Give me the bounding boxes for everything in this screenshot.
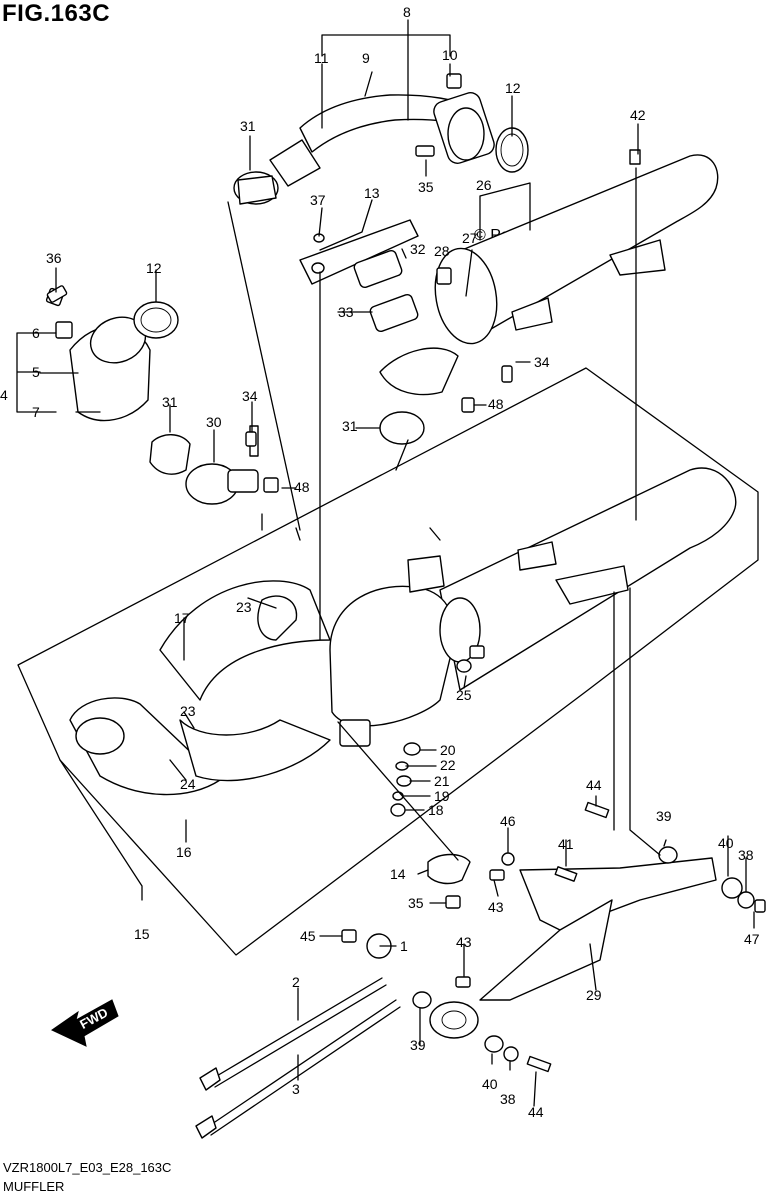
callout-label: 21 <box>434 773 450 789</box>
callout-label: 18 <box>428 802 444 818</box>
callout-label: 11 <box>314 50 329 66</box>
forward-direction-arrow: FWD <box>51 999 119 1047</box>
callout-label: 48 <box>488 396 504 412</box>
callout-label: 13 <box>364 185 380 201</box>
figure-title: FIG.163C <box>2 0 111 27</box>
callout-label: 6 <box>32 325 40 341</box>
callout-label: 23 <box>236 599 252 615</box>
callout-label: 9 <box>362 50 370 66</box>
callout-label: 43 <box>488 899 504 915</box>
callout-label: 29 <box>586 987 602 1003</box>
callout-label: 45 <box>300 928 316 944</box>
callout-label: 47 <box>744 931 760 947</box>
callout-label: 23 <box>180 703 196 719</box>
callout-label: 34 <box>534 354 550 370</box>
callout-label: 3 <box>292 1081 300 1097</box>
callout-label: 22 <box>440 757 456 773</box>
callout-label: 25 <box>456 687 472 703</box>
section-name: MUFFLER <box>3 1179 65 1194</box>
main-muffler <box>69 467 737 796</box>
callout-label: 33 <box>338 304 354 320</box>
leader-lines <box>16 19 755 1107</box>
callout-label: 27 <box>462 230 478 246</box>
callout-label: 39 <box>410 1037 426 1053</box>
callout-label: 31 <box>240 118 256 134</box>
callout-label: 4 <box>0 387 8 403</box>
muffler-bracket <box>341 801 766 1073</box>
callout-label: 8 <box>403 4 411 20</box>
callout-label: 12 <box>505 80 521 96</box>
callout-label: 28 <box>434 243 450 259</box>
callout-label: 37 <box>310 192 326 208</box>
callout-label: 40 <box>718 835 734 851</box>
callout-label: 31 <box>342 418 358 434</box>
callout-label: 15 <box>134 926 150 942</box>
callout-label: 30 <box>206 414 222 430</box>
callout-label: 44 <box>528 1104 544 1120</box>
callout-label: 35 <box>418 179 434 195</box>
callout-label: 41 <box>558 836 574 852</box>
assembly-frame <box>17 367 759 956</box>
callout-label: 1 <box>400 938 408 954</box>
callout-label: 38 <box>738 847 754 863</box>
callout-label: 32 <box>410 241 426 257</box>
callout-label: 2 <box>292 974 300 990</box>
callout-label: 10 <box>442 47 458 63</box>
callout-label: 26 <box>476 177 492 193</box>
hardware-stack <box>46 149 641 817</box>
exhaust-valve-cables <box>195 977 401 1139</box>
callout-label: 38 <box>500 1091 516 1107</box>
callout-label: 17 <box>174 610 190 626</box>
callout-label: 40 <box>482 1076 498 1092</box>
callout-label: 36 <box>46 250 62 266</box>
rear-cylinder-pipe <box>45 287 279 505</box>
callout-label: 14 <box>390 866 406 882</box>
callout-label: 7 <box>32 404 40 420</box>
callout-labels: 8 9 10 11 12 31 42 35 26 13 37 28 27 32 … <box>0 4 760 1120</box>
upper-muffler <box>299 154 719 445</box>
callout-label: 43 <box>456 934 472 950</box>
callout-label: 34 <box>242 388 258 404</box>
callout-label: 19 <box>434 788 450 804</box>
callout-label: 12 <box>146 260 162 276</box>
callout-label: 20 <box>440 742 456 758</box>
model-code: VZR1800L7_E03_E28_163C <box>3 1160 172 1175</box>
callout-label: 24 <box>180 776 196 792</box>
callout-label: 44 <box>586 777 602 793</box>
callout-label: 46 <box>500 813 516 829</box>
callout-label: 16 <box>176 844 192 860</box>
front-exhaust-pipe <box>233 73 529 205</box>
callout-label: 35 <box>408 895 424 911</box>
callout-label: 5 <box>32 364 40 380</box>
heat-shield-bracket <box>427 853 471 909</box>
callout-label: 42 <box>630 107 646 123</box>
callout-label: 31 <box>162 394 178 410</box>
callout-label: 39 <box>656 808 672 824</box>
callout-label: 48 <box>294 479 310 495</box>
